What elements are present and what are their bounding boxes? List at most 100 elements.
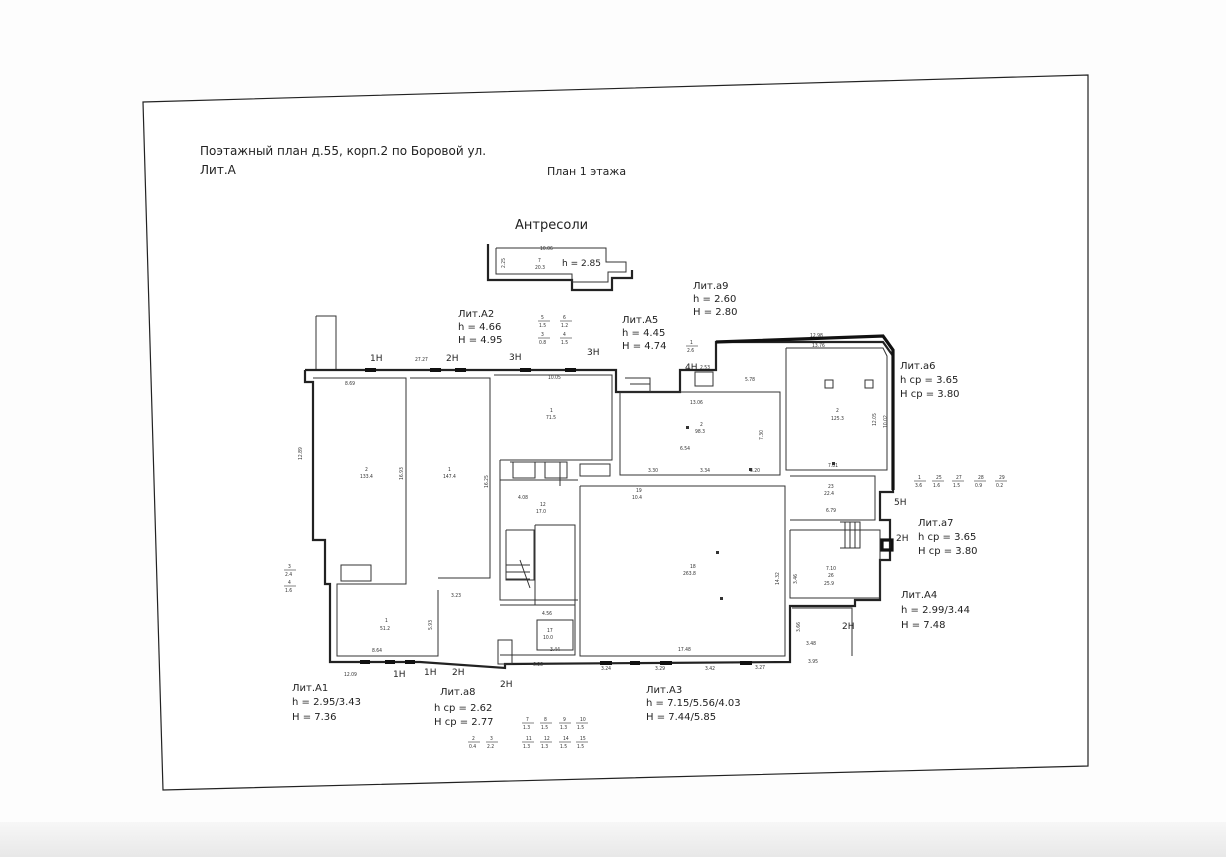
svg-text:5: 5 [541, 315, 544, 321]
svg-text:2Н: 2Н [896, 534, 909, 544]
svg-text:9: 9 [563, 717, 566, 723]
svg-text:1: 1 [918, 475, 921, 481]
svg-text:51.2: 51.2 [380, 626, 390, 632]
svg-text:3.30: 3.30 [648, 468, 658, 474]
svg-text:H ср = 3.80: H ср = 3.80 [900, 389, 960, 400]
svg-text:6.28: 6.28 [533, 662, 543, 668]
svg-text:2: 2 [836, 408, 839, 414]
svg-text:3.20: 3.20 [750, 468, 760, 474]
svg-text:2Н: 2Н [500, 680, 513, 690]
svg-text:h ср = 3.65: h ср = 3.65 [918, 532, 976, 543]
svg-text:Лит.а9: Лит.а9 [693, 281, 729, 292]
drawing-frame [142, 74, 1089, 791]
svg-text:25: 25 [936, 475, 942, 481]
svg-text:3: 3 [490, 736, 493, 742]
svg-text:1.5: 1.5 [541, 725, 548, 731]
svg-text:4Н: 4Н [685, 363, 698, 373]
svg-text:Лит.а6: Лит.а6 [900, 361, 936, 372]
svg-text:125.3: 125.3 [831, 416, 844, 422]
svg-text:147.4: 147.4 [443, 474, 456, 480]
svg-text:10.06: 10.06 [540, 246, 553, 252]
svg-text:3Н: 3Н [587, 348, 600, 358]
svg-text:4.08: 4.08 [518, 495, 528, 501]
lit-a9-label: Лит.а9 h = 2.60 H = 2.80 [693, 281, 738, 318]
svg-text:12: 12 [540, 502, 546, 508]
legend-a8: 7 1.3 8 1.5 9 1.3 10 1.5 2 0.4 3 2.2 11 … [468, 717, 588, 750]
svg-text:17: 17 [547, 628, 553, 634]
entrance-labels: 1Н 2Н 3Н 3Н 4Н 5Н 2Н 2Н 2Н 1Н 1Н 2Н [370, 348, 909, 690]
svg-text:h = 4.45: h = 4.45 [622, 328, 665, 339]
svg-text:h = 2.85: h = 2.85 [562, 259, 601, 269]
svg-text:5.93: 5.93 [428, 620, 434, 630]
svg-text:25.9: 25.9 [824, 581, 834, 587]
svg-text:2Н: 2Н [446, 354, 459, 364]
plan-floor-name: План 1 этажа [547, 165, 626, 178]
svg-text:1.5: 1.5 [577, 725, 584, 731]
svg-text:20.3: 20.3 [535, 265, 545, 271]
svg-text:Лит.а7: Лит.а7 [918, 518, 954, 529]
lit-a2-label: Лит.А2 h = 4.66 H = 4.95 [458, 309, 503, 346]
svg-text:1: 1 [690, 340, 693, 346]
svg-text:H = 7.44/5.85: H = 7.44/5.85 [646, 712, 716, 723]
svg-text:10: 10 [580, 717, 586, 723]
svg-text:h = 2.99/3.44: h = 2.99/3.44 [901, 605, 970, 616]
svg-text:12.05: 12.05 [872, 413, 878, 426]
svg-text:Лит.А1: Лит.А1 [292, 683, 328, 694]
svg-text:2: 2 [365, 467, 368, 473]
svg-text:2Н: 2Н [842, 622, 855, 632]
svg-text:10.02: 10.02 [883, 415, 889, 428]
svg-text:0.4: 0.4 [469, 744, 476, 750]
svg-text:22.4: 22.4 [824, 491, 834, 497]
svg-text:Лит.А5: Лит.А5 [622, 315, 658, 326]
svg-text:7.10: 7.10 [826, 566, 836, 572]
svg-text:29: 29 [999, 475, 1005, 481]
svg-text:Лит.А3: Лит.А3 [646, 685, 682, 696]
svg-text:Лит.А2: Лит.А2 [458, 309, 494, 320]
svg-text:6.54: 6.54 [680, 446, 690, 452]
svg-text:98.3: 98.3 [695, 429, 705, 435]
svg-text:H = 4.95: H = 4.95 [458, 335, 503, 346]
svg-text:18: 18 [690, 564, 696, 570]
svg-text:1.3: 1.3 [523, 744, 530, 750]
svg-text:8.69: 8.69 [345, 381, 355, 387]
svg-text:13.76: 13.76 [812, 343, 825, 349]
svg-text:1.5: 1.5 [577, 744, 584, 750]
svg-text:10.4: 10.4 [632, 495, 642, 501]
svg-text:2.4: 2.4 [285, 572, 292, 578]
svg-text:h = 2.95/3.43: h = 2.95/3.43 [292, 697, 361, 708]
svg-text:12: 12 [544, 736, 550, 742]
svg-text:h = 7.15/5.56/4.03: h = 7.15/5.56/4.03 [646, 698, 741, 709]
svg-text:8: 8 [544, 717, 547, 723]
lit-a3-label: Лит.А3 h = 7.15/5.56/4.03 H = 7.44/5.85 [646, 685, 741, 723]
svg-text:1.3: 1.3 [523, 725, 530, 731]
svg-text:H = 2.80: H = 2.80 [693, 307, 738, 318]
svg-text:2: 2 [472, 736, 475, 742]
lit-a7-label: Лит.а7 h ср = 3.65 H ср = 3.80 [918, 518, 978, 557]
lit-a4-label: Лит.А4 h = 2.99/3.44 H = 7.48 [901, 590, 970, 631]
svg-text:H = 7.36: H = 7.36 [292, 712, 337, 723]
svg-text:h = 2.60: h = 2.60 [693, 294, 736, 305]
svg-text:11: 11 [526, 736, 532, 742]
svg-text:2.2: 2.2 [487, 744, 494, 750]
svg-text:3: 3 [288, 564, 291, 570]
lit-a5-label: Лит.А5 h = 4.45 H = 4.74 [622, 315, 667, 352]
svg-text:Лит.А4: Лит.А4 [901, 590, 937, 601]
svg-text:1.5: 1.5 [560, 744, 567, 750]
svg-text:5Н: 5Н [894, 498, 907, 508]
svg-text:26: 26 [828, 573, 834, 579]
legend-right: 1 3.6 25 1.6 27 1.5 28 0.9 29 0.2 [914, 475, 1007, 489]
svg-text:3.46: 3.46 [793, 574, 799, 584]
plan-title: Поэтажный план д.55, корп.2 по Боровой у… [200, 144, 486, 158]
svg-text:0.9: 0.9 [975, 483, 982, 489]
svg-text:263.8: 263.8 [683, 571, 696, 577]
svg-text:3: 3 [541, 332, 544, 338]
svg-text:1: 1 [385, 618, 388, 624]
svg-text:1Н: 1Н [424, 668, 437, 678]
building-walls [303, 315, 895, 670]
svg-text:1.6: 1.6 [285, 588, 292, 594]
svg-text:5.78: 5.78 [745, 377, 755, 383]
svg-text:1Н: 1Н [393, 670, 406, 680]
svg-text:3.66: 3.66 [796, 622, 802, 632]
svg-text:1.6: 1.6 [933, 483, 940, 489]
svg-text:23: 23 [828, 484, 834, 490]
